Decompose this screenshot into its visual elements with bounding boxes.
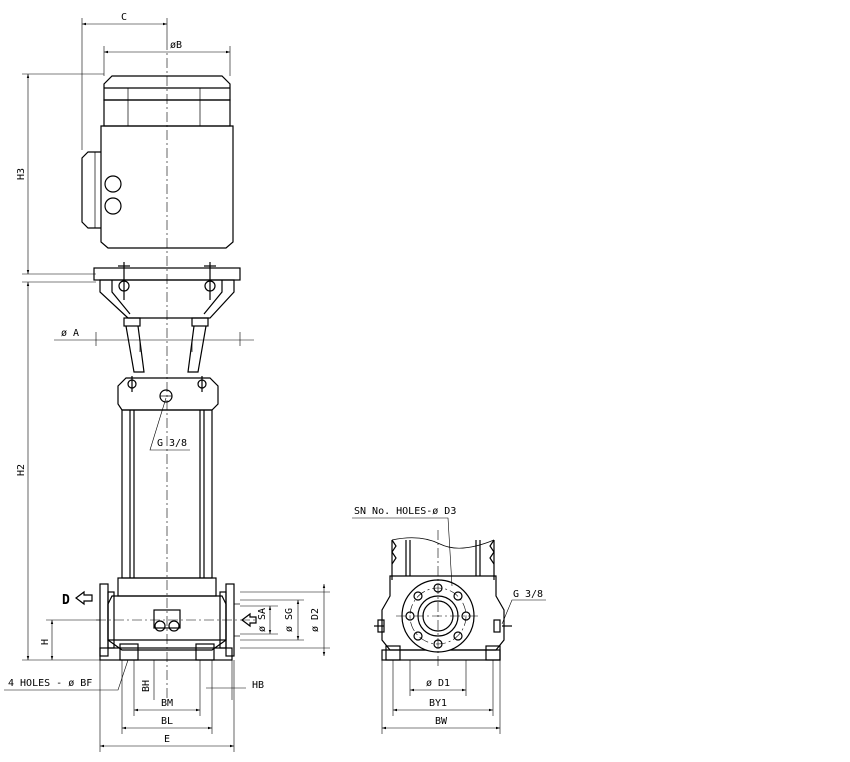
left-arrow-icon (75, 590, 93, 606)
motor-body (100, 125, 234, 249)
terminal-box (81, 151, 122, 229)
label-g38-side: G 3/8 (513, 589, 543, 600)
bolt-hole-icon (413, 631, 423, 641)
dim-label-bm: BM (161, 698, 173, 709)
front-view (81, 40, 258, 700)
dim-label-sg: ø SG (284, 608, 295, 632)
pump-stack (121, 409, 213, 579)
cable-gland-icon (104, 197, 122, 215)
dim-label-b: øB (170, 40, 182, 51)
dim-label-sa: ø SA (257, 608, 268, 632)
dim-label-by1: BY1 (429, 698, 447, 709)
drain-plug-icon (168, 620, 180, 632)
dim-label-h3: H3 (16, 168, 27, 180)
label-g38-front: G 3/8 (157, 438, 187, 449)
side-view (374, 530, 512, 668)
pump-head (117, 376, 219, 411)
dim-label-a: ø A (61, 328, 79, 339)
dim-label-d2: ø D2 (310, 608, 321, 632)
bolt-hole-icon (453, 631, 463, 641)
coupling-legs (123, 317, 209, 373)
dim-label-h2: H2 (16, 464, 27, 476)
side-dimensions: SN No. HOLES-ø D3 G 3/8 ø D1 BY1 BW (352, 506, 546, 734)
dim-label-bl: BL (161, 716, 173, 727)
bolt-hole-icon (413, 591, 423, 601)
front-dimensions: C øB H3 H2 ø A G 3/8 D H (4, 12, 330, 752)
dim-label-c: C (121, 12, 127, 23)
dim-label-bh: BH (141, 680, 152, 692)
label-holes-bf: 4 HOLES - ø BF (8, 678, 92, 689)
dim-label-e: E (164, 734, 170, 745)
left-arrow-icon (241, 612, 257, 628)
cable-gland-icon (104, 175, 122, 193)
bolt-hole-icon (453, 591, 463, 601)
dim-label-h: H (40, 639, 51, 645)
dim-label-bw: BW (435, 716, 448, 727)
dim-label-d1: ø D1 (426, 678, 450, 689)
label-sn-holes: SN No. HOLES-ø D3 (354, 506, 456, 517)
pump-base (99, 577, 233, 661)
dim-label-hb: HB (252, 680, 264, 691)
bolt-holes (405, 583, 471, 649)
drain-plug-icon (154, 620, 166, 632)
label-d: D (62, 593, 70, 608)
